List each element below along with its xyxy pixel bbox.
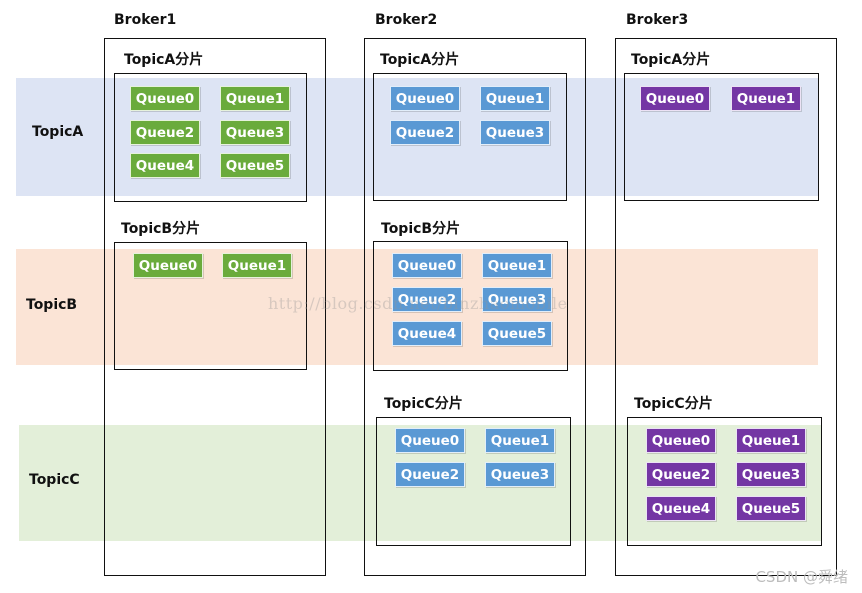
b3-c-queue: Queue3 [736,462,806,487]
b1-a-queue: Queue5 [220,153,290,178]
b1-a-queue: Queue0 [130,86,200,111]
b2-b-queue: Queue0 [392,253,462,278]
b2-b-queue: Queue2 [392,287,462,312]
b2-c-queue: Queue2 [395,462,465,487]
row-label-topic-c: TopicC [29,472,80,488]
b2-topic-a-partition [373,73,567,201]
b3-a-queue: Queue1 [731,86,801,111]
b3-topic-c-partition [627,417,822,546]
b2-topic-c-partition [376,417,571,546]
b2-c-queue: Queue3 [485,462,555,487]
b2-b-queue: Queue4 [392,321,462,346]
b1-topic-b-partition-title: TopicB分片 [121,221,201,237]
b3-c-queue: Queue4 [646,496,716,521]
b3-c-queue: Queue2 [646,462,716,487]
b2-topic-b-partition [373,241,568,371]
url-watermark: http://blog.csdn.net/binzhaomobile [268,294,568,313]
csdn-credit: CSDN @舜绪 [755,568,848,586]
b3-a-queue: Queue0 [640,86,710,111]
broker-3-title: Broker3 [626,12,689,28]
b1-a-queue: Queue1 [220,86,290,111]
row-label-topic-a: TopicA [32,124,84,140]
b1-a-queue: Queue4 [130,153,200,178]
b2-topic-b-partition-title: TopicB分片 [381,221,461,237]
b3-c-queue: Queue5 [736,496,806,521]
b2-a-queue: Queue2 [390,120,460,145]
b2-topic-a-partition-title: TopicA分片 [380,52,460,68]
broker-2 [364,38,586,576]
b1-a-queue: Queue2 [130,120,200,145]
broker-2-title: Broker2 [375,12,438,28]
b2-b-queue: Queue1 [482,253,552,278]
b1-topic-a-partition [114,73,307,202]
b3-c-queue: Queue1 [736,428,806,453]
row-label-topic-b: TopicB [26,297,78,313]
b3-topic-a-partition-title: TopicA分片 [631,52,711,68]
b3-c-queue: Queue0 [646,428,716,453]
b2-c-queue: Queue0 [395,428,465,453]
b2-topic-c-partition-title: TopicC分片 [384,396,463,412]
b3-topic-a-partition [624,73,819,201]
b2-b-queue: Queue5 [482,321,552,346]
b2-a-queue: Queue3 [480,120,550,145]
b1-b-queue: Queue1 [222,253,292,278]
broker-3 [615,38,837,576]
b2-b-queue: Queue3 [482,287,552,312]
b3-topic-c-partition-title: TopicC分片 [634,396,713,412]
b2-a-queue: Queue1 [480,86,550,111]
b2-a-queue: Queue0 [390,86,460,111]
b1-b-queue: Queue0 [133,253,203,278]
b2-c-queue: Queue1 [485,428,555,453]
broker-1-title: Broker1 [114,12,177,28]
b1-a-queue: Queue3 [220,120,290,145]
broker-1 [104,38,326,576]
b1-topic-b-partition [114,242,307,370]
b1-topic-a-partition-title: TopicA分片 [124,52,204,68]
